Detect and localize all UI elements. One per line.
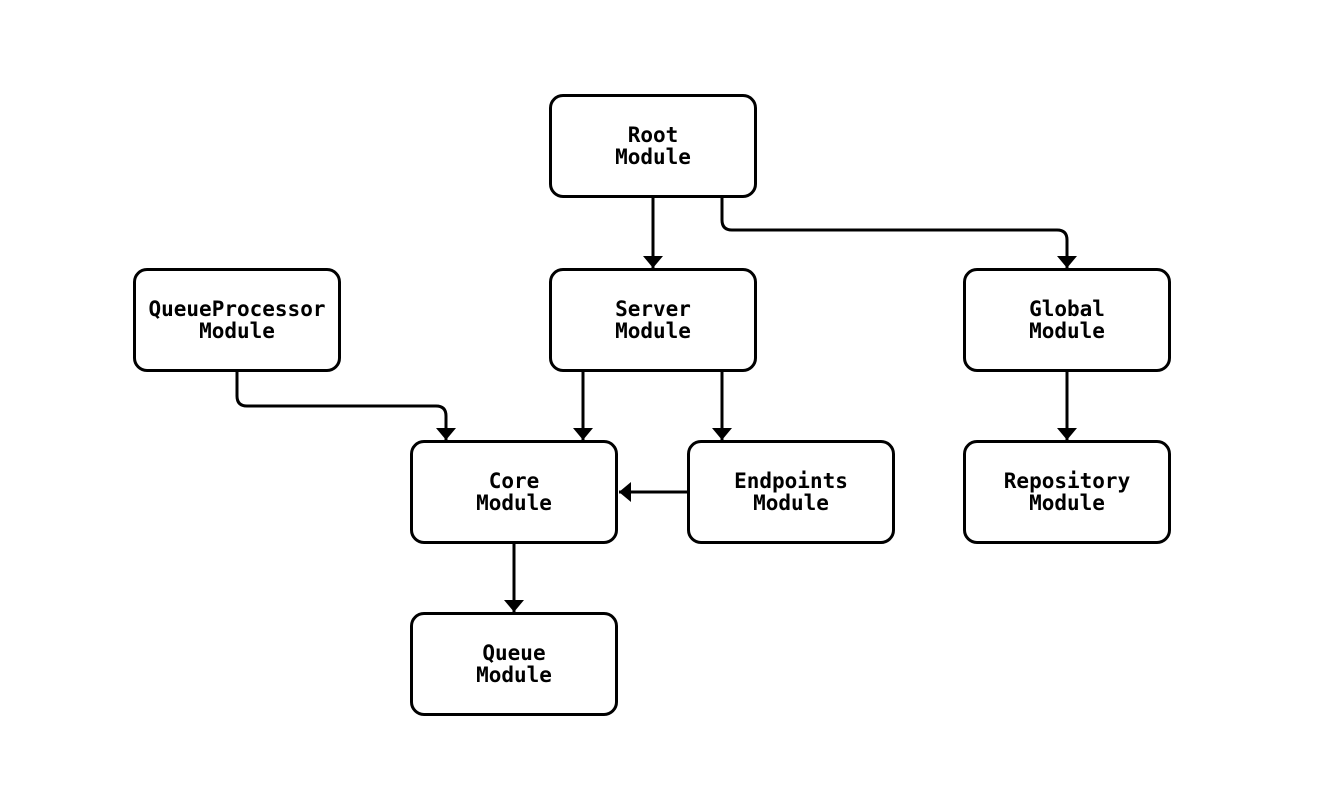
node-label: Root Module [615, 123, 691, 169]
node-endpoints-module: Endpoints Module [687, 440, 895, 544]
edge-queueprocessor-to-core [235, 372, 456, 440]
node-queue-module: Queue Module [410, 612, 618, 716]
node-label: Queue Module [476, 641, 552, 687]
node-root-module: Root Module [549, 94, 757, 198]
node-label: Endpoints Module [734, 469, 848, 515]
node-queueprocessor-module: QueueProcessor Module [133, 268, 341, 372]
node-label: Server Module [615, 297, 691, 343]
node-label: Core Module [476, 469, 552, 515]
node-label: QueueProcessor Module [148, 297, 326, 343]
edge-root-to-global [720, 198, 1077, 268]
node-repository-module: Repository Module [963, 440, 1171, 544]
node-global-module: Global Module [963, 268, 1171, 372]
node-label: Repository Module [1003, 469, 1131, 515]
node-server-module: Server Module [549, 268, 757, 372]
node-label: Global Module [1029, 297, 1105, 343]
node-core-module: Core Module [410, 440, 618, 544]
